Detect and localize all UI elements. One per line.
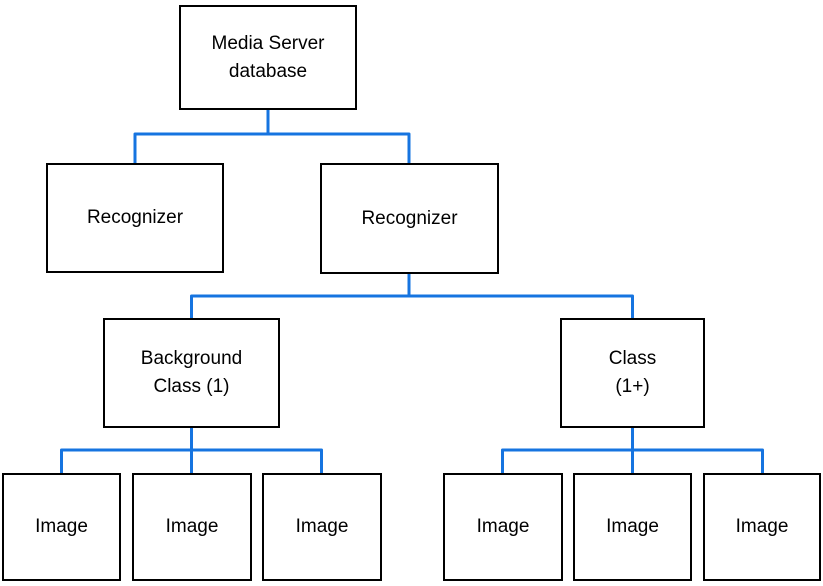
node-image-4: Image [443, 473, 563, 581]
node-image-1: Image [2, 473, 121, 581]
connector-root-to-recognizers [133, 110, 411, 163]
node-image-3: Image [262, 473, 382, 581]
node-image-5: Image [573, 473, 692, 581]
node-image-6: Image [703, 473, 821, 581]
node-background-class: Background Class (1) [103, 318, 280, 428]
node-recognizer-right: Recognizer [320, 163, 499, 274]
node-media-server-database: Media Server database [179, 5, 357, 110]
connector-recognizer-to-classes [190, 274, 634, 318]
connector-background-class-to-images [60, 428, 323, 473]
node-image-2: Image [132, 473, 252, 581]
connector-class-to-images [501, 428, 764, 473]
node-recognizer-left: Recognizer [46, 163, 224, 273]
node-class: Class (1+) [560, 318, 705, 428]
